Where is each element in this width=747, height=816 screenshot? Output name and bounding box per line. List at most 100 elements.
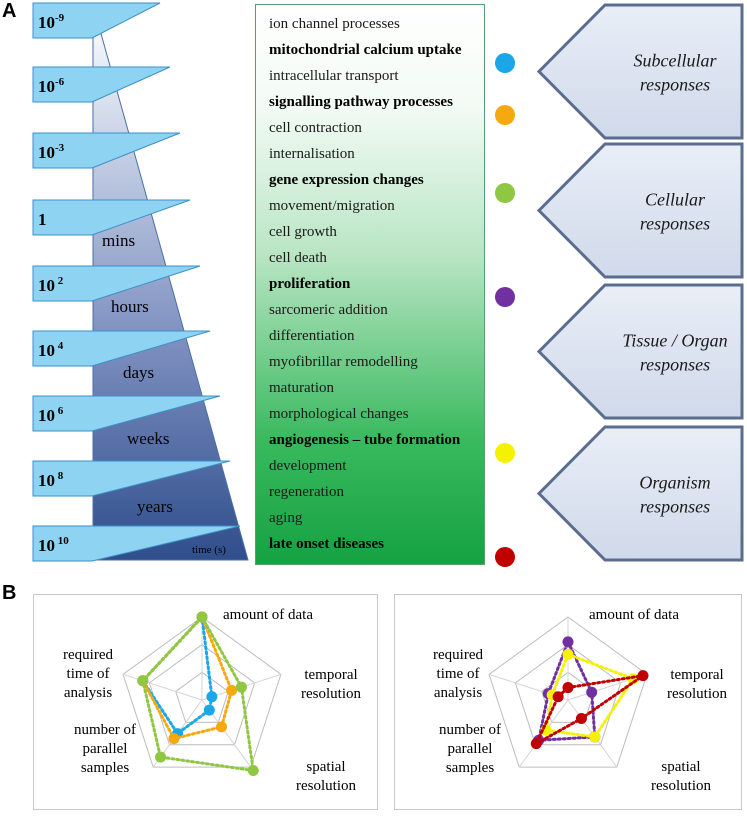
timescale-flag [32, 199, 191, 236]
response-levels: SubcellularresponsesCellularresponsesTis… [536, 3, 744, 562]
radar-axis-label: spatial [661, 759, 700, 775]
radar-data-point [226, 684, 238, 696]
radar-axis-label: required [433, 647, 483, 663]
radar-data-point [137, 675, 149, 687]
process-item: internalisation [269, 146, 355, 162]
process-marker-dot [495, 53, 515, 73]
power-base: 10 [38, 77, 55, 96]
process-item: angiogenesis – tube formation [269, 432, 461, 448]
process-item: differentiation [269, 328, 355, 344]
power-label: 10-3 [38, 142, 65, 162]
process-marker-dot [495, 547, 515, 567]
power-label: 10 6 [38, 405, 64, 425]
process-marker-dot [495, 287, 515, 307]
power-base: 10 [38, 13, 55, 32]
radar-axis-label: resolution [301, 686, 361, 702]
radar-data-point [155, 751, 167, 763]
radar-series-line [141, 614, 255, 773]
radar-axis-label: spatial [306, 759, 345, 775]
power-exponent: -3 [55, 142, 65, 154]
process-item: movement/migration [269, 198, 395, 214]
radar-data-point [589, 731, 601, 743]
radar-axis-label: analysis [64, 685, 112, 701]
power-label: 10-6 [38, 76, 65, 96]
process-item: morphological changes [269, 406, 409, 422]
process-item: sarcomeric addition [269, 302, 388, 318]
radar-spoke [122, 673, 203, 701]
time-unit-label: weeks [127, 429, 169, 448]
power-exponent: -6 [55, 76, 65, 88]
power-base: 10 [38, 341, 55, 360]
power-base: 10 [38, 143, 55, 162]
time-axis-label: time (s) [192, 544, 226, 556]
response-level-title: Cellular [645, 190, 706, 210]
process-item: ion channel processes [269, 16, 400, 32]
radar-axis-label: samples [81, 760, 129, 776]
radar-data-point [247, 765, 259, 777]
radar-axis-label: amount of data [589, 607, 679, 623]
radar-data-point [575, 712, 587, 724]
power-label: 10 10 [38, 535, 69, 555]
power-label: 10 4 [38, 340, 64, 360]
response-arrow [536, 3, 744, 140]
process-item: gene expression changes [269, 172, 424, 188]
timescale-flag [32, 132, 181, 169]
process-item: proliferation [269, 276, 351, 292]
radar-data-point [562, 648, 574, 660]
radar-series-line [544, 652, 636, 739]
response-level-subtitle: responses [640, 355, 710, 375]
panel-b-label: B [2, 582, 17, 604]
radar-data-point [552, 691, 564, 703]
process-item: intracellular transport [269, 68, 399, 84]
process-item: late onset diseases [269, 536, 384, 552]
time-unit-label: mins [102, 231, 135, 250]
radar-axis-label: required [63, 647, 113, 663]
radar-data-point [637, 670, 649, 682]
process-item: maturation [269, 380, 334, 396]
radar-grid-ring [488, 616, 648, 768]
power-base: 10 [38, 471, 55, 490]
timescale-flag [32, 265, 201, 302]
response-level-subtitle: responses [640, 75, 710, 95]
power-exponent: 6 [55, 405, 64, 417]
power-base: 10 [38, 276, 55, 295]
radar-grid-ring [122, 616, 282, 768]
radar-data-point [530, 738, 542, 750]
radar-grid-ring [514, 644, 622, 746]
radar-data-point [235, 681, 247, 693]
power-base: 1 [38, 210, 47, 229]
radar-axis-label: samples [446, 760, 494, 776]
process-marker-dot [495, 443, 515, 463]
power-label: 10 8 [38, 470, 64, 490]
process-item: cell contraction [269, 120, 362, 136]
process-item: regeneration [269, 484, 344, 500]
radar-data-point [203, 704, 215, 716]
timescale-flag [32, 525, 241, 562]
process-item: myofibrillar remodelling [269, 354, 418, 370]
timescale-flag [32, 460, 231, 497]
radar-axis-label: parallel [83, 741, 128, 757]
process-item: signalling pathway processes [269, 94, 453, 110]
radar-chart-right: amount of data temporal resolution spatial r… [433, 607, 727, 794]
radar-data-point [562, 636, 574, 648]
response-arrow [536, 142, 744, 279]
radar-data-point [168, 733, 180, 745]
power-base: 10 [38, 536, 55, 555]
process-item: cell growth [269, 224, 337, 240]
radar-data-point [196, 611, 208, 623]
response-level-title: Organism [639, 473, 710, 493]
radar-axis-label: number of [74, 722, 136, 738]
radar-axis-label: resolution [667, 686, 727, 702]
process-marker-dot [495, 105, 515, 125]
timescale-flag [32, 330, 211, 367]
radar-chart-left: amount of datatemporalresolutionspatialr… [63, 607, 361, 794]
radar-data-point [562, 682, 574, 694]
radar-axis-label: temporal [670, 667, 723, 683]
radar-data-point [586, 686, 598, 698]
time-unit-label: days [123, 363, 154, 382]
process-item: aging [269, 510, 303, 526]
panel-a-label: A [2, 0, 17, 22]
response-arrow [536, 425, 744, 562]
process-item: mitochondrial calcium uptake [269, 42, 462, 58]
